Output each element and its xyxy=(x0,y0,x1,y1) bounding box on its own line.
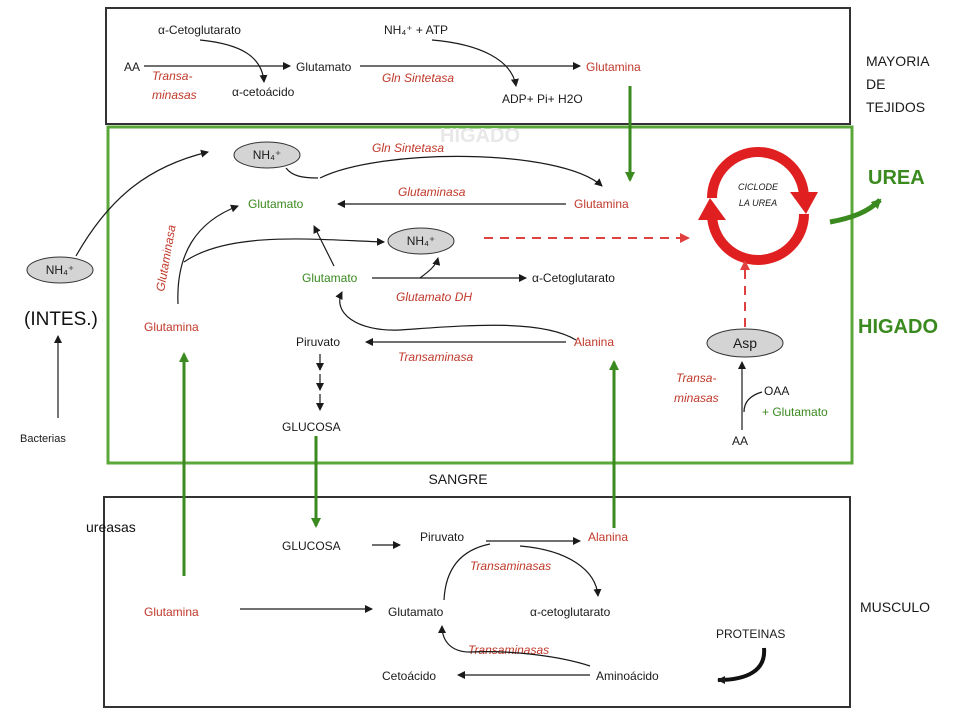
tej-glutamina: Glutamina xyxy=(586,60,641,74)
arrow-glutamina-to-nh4mid xyxy=(183,237,385,263)
mus-aminoacido: Aminoácido xyxy=(596,669,659,683)
higado-glutamina-r: Glutamina xyxy=(574,197,629,211)
higado-asp: Asp xyxy=(733,335,757,351)
arrow-proteinas xyxy=(717,647,767,684)
green-arrow-urea xyxy=(829,198,882,225)
higado-glutamato-1: Glutamato xyxy=(248,197,304,211)
tejidos-box xyxy=(105,7,851,125)
arrow-oaa-curve xyxy=(743,391,763,413)
tej-adp: ADP+ Pi+ H2O xyxy=(502,92,583,106)
higado-box xyxy=(106,125,854,465)
asp-ellipse xyxy=(706,328,784,358)
nh4-mid-ellipse xyxy=(387,227,455,255)
hidden-liver-title: HIGADO xyxy=(440,125,520,147)
tejidos-label-3: TEJIDOS xyxy=(866,99,925,115)
musculo-label: MUSCULO xyxy=(860,599,930,615)
mus-acg: α-cetoglutarato xyxy=(530,605,611,619)
higado-piruvato: Piruvato xyxy=(296,335,340,349)
arrow-glutamato2-up xyxy=(313,225,335,267)
tej-nh4-atp: NH₄⁺ + ATP xyxy=(384,23,448,37)
tej-arrow-acg-curve xyxy=(199,39,268,83)
mus-alanina: Alanina xyxy=(588,530,628,544)
higado-nh4-top: NH₄⁺ xyxy=(253,148,282,162)
intestino-label: (INTES.) xyxy=(24,309,98,330)
tej-arrow-atp-curve xyxy=(431,39,519,87)
urea-cycle-head-left xyxy=(698,198,726,220)
mus-glucosa: GLUCOSA xyxy=(282,539,341,553)
higado-glutamina-l: Glutamina xyxy=(144,320,199,334)
arrow-gdh-nh4 xyxy=(419,257,441,279)
higado-acg: α-Cetoglutarato xyxy=(532,271,615,285)
tej-cetoacido: α-cetoácido xyxy=(232,85,295,99)
arrow-mus-top-loop xyxy=(443,543,598,600)
mus-cetoacido: Cetoácido xyxy=(382,669,436,683)
musculo-box xyxy=(103,496,851,708)
arrow-intes-to-liver xyxy=(75,149,209,257)
nh4-intes-ellipse xyxy=(26,256,94,284)
higado-aa: AA xyxy=(732,434,748,448)
mus-glutamina: Glutamina xyxy=(144,605,199,619)
urea-cycle-head-right xyxy=(790,192,818,214)
urea-cycle-arc-bottom xyxy=(707,213,809,265)
arrow-acg-alanina-loop xyxy=(335,291,577,341)
higado-mas-glutamato: + Glutamato xyxy=(762,405,828,419)
urea-cycle-label-1: CICLODE xyxy=(738,182,779,192)
higado-oaa: OAA xyxy=(764,384,789,398)
tej-acg: α-Cetoglutarato xyxy=(158,23,241,37)
intes-bacterias: Bacterias xyxy=(20,433,66,445)
higado-transaminasa: Transaminasa xyxy=(398,350,473,364)
urea-cycle-arc-top xyxy=(707,147,809,199)
sangre-label: SANGRE xyxy=(428,471,487,487)
tej-transa-1: Transa- xyxy=(152,69,192,83)
higado-glutamato-dh: Glutamato DH xyxy=(396,290,472,304)
tej-transa-2: minasas xyxy=(152,88,197,102)
higado-gln-sintetasa: Gln Sintetasa xyxy=(372,141,444,155)
tej-aa: AA xyxy=(124,60,140,74)
intes-nh4: NH₄⁺ xyxy=(46,263,75,277)
higado-glutaminasa-v: Glutaminasa xyxy=(153,223,179,292)
tej-glutamato: Glutamato xyxy=(296,60,352,74)
urea-label: UREA xyxy=(868,167,925,189)
higado-label: HIGADO xyxy=(858,316,938,338)
mus-piruvato: Piruvato xyxy=(420,530,464,544)
higado-transa-1: Transa- xyxy=(676,371,716,385)
higado-glutamato-2: Glutamato xyxy=(302,271,358,285)
intes-ureasas: ureasas xyxy=(86,519,136,535)
urea-cycle-label-2: LA UREA xyxy=(739,198,777,208)
arrow-gln-sintetasa xyxy=(319,155,603,187)
higado-alanina: Alanina xyxy=(574,335,614,349)
higado-transa-2: minasas xyxy=(674,391,719,405)
arrow-nh4-into-sintetasa xyxy=(285,167,319,179)
nh4-top-ellipse xyxy=(233,141,301,169)
higado-glucosa: GLUCOSA xyxy=(282,420,341,434)
higado-glutaminasa-h: Glutaminasa xyxy=(398,185,466,199)
mus-transaminasas-1: Transaminasas xyxy=(470,559,551,573)
mus-proteinas: PROTEINAS xyxy=(716,627,785,641)
arrow-mus-bottom-loop xyxy=(438,625,591,667)
tejidos-label-2: DE xyxy=(866,76,885,92)
mus-glutamato: Glutamato xyxy=(388,605,444,619)
tejidos-label: MAYORIA xyxy=(866,53,930,69)
arrow-glutamina-to-glutamato1 xyxy=(177,204,239,305)
tej-gln-sintetasa: Gln Sintetasa xyxy=(382,71,454,85)
higado-nh4-mid: NH₄⁺ xyxy=(407,234,436,248)
